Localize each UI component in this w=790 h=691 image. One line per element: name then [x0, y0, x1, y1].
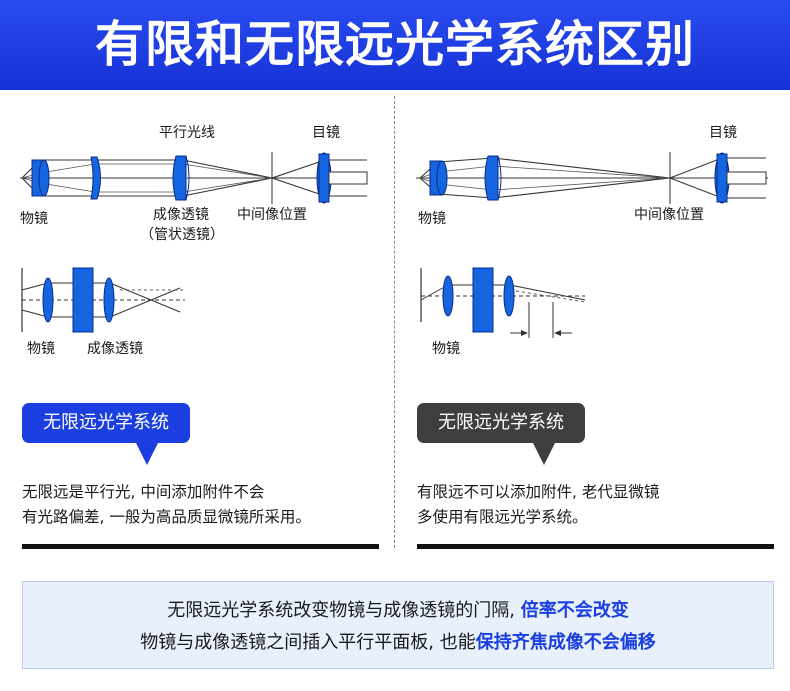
label-tube-lens: 成像透镜 — [153, 207, 209, 223]
infinity-full-diagram — [20, 152, 368, 204]
label-image-position-right: 中间像位置 — [634, 207, 704, 223]
rule-left — [22, 544, 379, 549]
label-eyepiece-left: 目镜 — [312, 125, 340, 141]
summary-line2: 物镜与成像透镜之间插入平行平面板, 也能保持齐焦成像不会偏移 — [23, 628, 773, 654]
summary-line2-text: 物镜与成像透镜之间插入平行平面板, 也能 — [140, 632, 476, 653]
label-parallel-light: 平行光线 — [159, 125, 215, 141]
desc-infinity-line2: 有光路偏差, 一般为高品质显微镜所采用。 — [22, 508, 311, 526]
desc-finite-line2: 多使用有限远光学系统。 — [417, 508, 588, 526]
tag-infinity-system: 无限远光学系统 — [22, 403, 190, 443]
rule-right — [417, 544, 774, 549]
tag-pointer-finite — [533, 443, 555, 465]
tag-pointer-infinity — [136, 443, 158, 465]
label-objective-small-right: 物镜 — [432, 341, 460, 357]
label-image-position-left: 中间像位置 — [237, 207, 307, 223]
label-objective-left: 物镜 — [20, 211, 48, 227]
label-eyepiece-right: 目镜 — [709, 125, 737, 141]
summary-line1-text: 无限远光学系统改变物镜与成像透镜的门隔, — [167, 600, 515, 621]
infinity-small-diagram — [21, 267, 185, 333]
finite-full-diagram — [416, 152, 768, 204]
desc-finite-line1: 有限远不可以添加附件, 老代显微镜 — [417, 483, 660, 501]
desc-infinity-line1: 无限远是平行光, 中间添加附件不会 — [22, 483, 265, 501]
summary-line1-highlight: 倍率不会改变 — [520, 600, 629, 621]
label-tube-lens-small: 成像透镜 — [87, 341, 143, 357]
finite-small-diagram — [420, 267, 586, 338]
label-objective-right: 物镜 — [418, 211, 446, 227]
label-tube-lens-note: （管状透镜） — [140, 227, 224, 243]
label-objective-small-left: 物镜 — [27, 341, 55, 357]
center-divider — [394, 96, 395, 548]
summary-line2-highlight: 保持齐焦成像不会偏移 — [475, 632, 656, 653]
summary-box: 无限远光学系统改变物镜与成像透镜的门隔, 倍率不会改变 物镜与成像透镜之间插入平… — [22, 581, 774, 669]
tag-finite-system: 无限远光学系统 — [417, 403, 585, 443]
page-title: 有限和无限远光学系统区别 — [94, 16, 695, 73]
summary-line1: 无限远光学系统改变物镜与成像透镜的门隔, 倍率不会改变 — [23, 596, 773, 622]
title-banner: 有限和无限远光学系统区别 — [0, 0, 790, 90]
